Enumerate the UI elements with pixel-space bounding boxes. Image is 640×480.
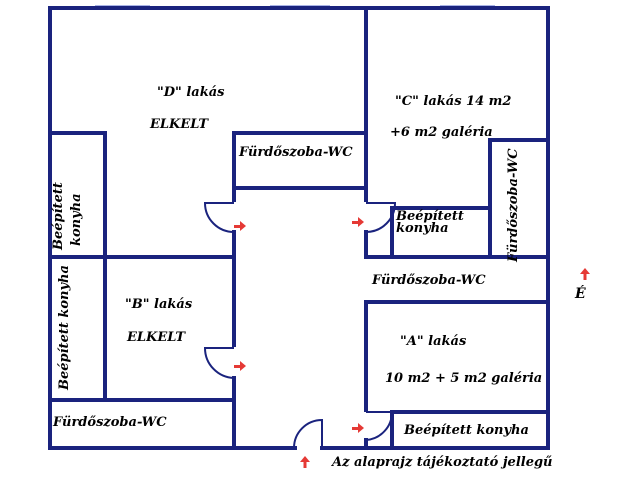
door-a bbox=[365, 411, 394, 441]
a-size: 10 m2 + 5 m2 galéria bbox=[385, 371, 543, 386]
arrow-right-icon bbox=[234, 221, 246, 231]
c-gallery: +6 m2 galéria bbox=[390, 125, 493, 140]
b-title: "B" lakás bbox=[125, 297, 193, 312]
c-title: "C" lakás 14 m2 bbox=[395, 94, 512, 109]
door-c bbox=[365, 202, 397, 233]
door-b bbox=[203, 347, 235, 379]
arrow-up-icon bbox=[300, 456, 310, 468]
d-kitchen-label-2: konyha bbox=[69, 193, 84, 246]
a-kitchen-label: Beépített konyha bbox=[404, 423, 529, 438]
walls bbox=[48, 6, 550, 450]
c-kitchen-label-2: konyha bbox=[396, 221, 449, 236]
d-title: "D" lakás bbox=[157, 85, 225, 100]
door-d bbox=[203, 202, 235, 233]
b-bath-label: Fürdőszoba-WC bbox=[53, 415, 167, 430]
arrow-right-icon bbox=[234, 361, 246, 371]
doors bbox=[203, 202, 397, 449]
compass-north-label: É bbox=[575, 286, 586, 302]
disclaimer-note: Az alaprajz tájékoztató jellegű bbox=[332, 455, 553, 470]
c-bath-label: Fürdőszoba-WC bbox=[506, 148, 521, 262]
arrow-right-icon bbox=[352, 423, 364, 433]
arrows bbox=[234, 217, 590, 468]
d-kitchen-label-1: Beépített bbox=[51, 182, 66, 250]
a-title: "A" lakás bbox=[400, 334, 467, 349]
b-kitchen-label: Beépített konyha bbox=[57, 265, 72, 390]
b-status: ELKELT bbox=[127, 330, 186, 345]
d-bath-label: Fürdőszoba-WC bbox=[239, 145, 353, 160]
door-entrance bbox=[293, 418, 323, 449]
c-kitchen-label-1: Beépített bbox=[396, 209, 464, 224]
arrow-up-icon bbox=[580, 268, 590, 280]
arrow-right-icon bbox=[352, 217, 364, 227]
a-bath-label: Fürdőszoba-WC bbox=[372, 273, 486, 288]
d-status: ELKELT bbox=[150, 117, 209, 132]
